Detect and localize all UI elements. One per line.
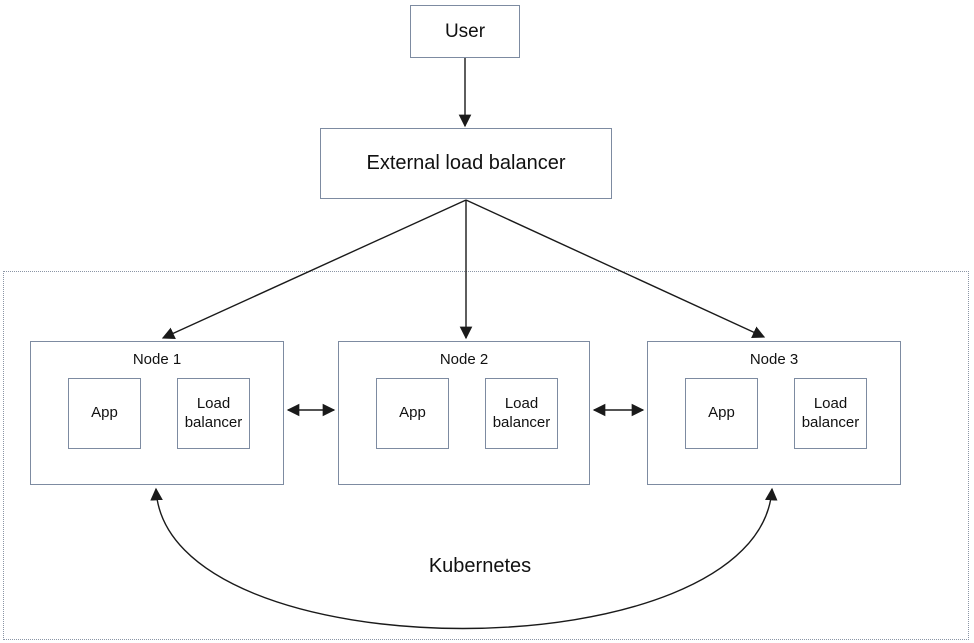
external-load-balancer-box: External load balancer <box>320 128 612 199</box>
node-3-app-box: App <box>685 378 758 449</box>
node-1-load-balancer-label: Load balancer <box>184 394 243 431</box>
node-2-load-balancer-label: Load balancer <box>492 394 551 431</box>
node-1-label: Node 1 <box>132 351 182 368</box>
user-box: User <box>410 5 520 58</box>
node-1-load-balancer-box: Load balancer <box>177 378 250 449</box>
user-label: User <box>444 20 486 42</box>
node-3-load-balancer-label: Load balancer <box>801 394 860 431</box>
node-2-label: Node 2 <box>439 351 489 368</box>
node-1-app-label: App <box>91 404 118 422</box>
node-2-app-box: App <box>376 378 449 449</box>
node-2-box: Node 2 App Load balancer <box>338 341 590 485</box>
node-3-app-label: App <box>708 404 735 422</box>
node-1-box: Node 1 App Load balancer <box>30 341 284 485</box>
node-2-app-label: App <box>399 404 426 422</box>
node-3-load-balancer-box: Load balancer <box>794 378 867 449</box>
node-2-load-balancer-box: Load balancer <box>485 378 558 449</box>
kubernetes-label: Kubernetes <box>428 555 532 577</box>
node-3-label: Node 3 <box>749 351 799 368</box>
node-1-app-box: App <box>68 378 141 449</box>
external-load-balancer-label: External load balancer <box>366 152 566 174</box>
node-3-box: Node 3 App Load balancer <box>647 341 901 485</box>
